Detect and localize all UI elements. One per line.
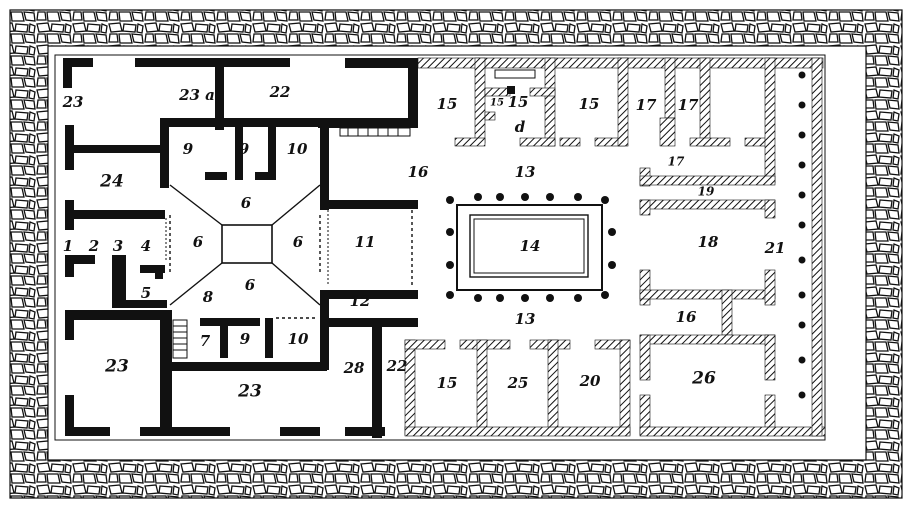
room-label: 22 xyxy=(386,357,408,375)
room-label: 13 xyxy=(515,310,536,328)
room-label: 4 xyxy=(141,237,151,255)
room-label: 28 xyxy=(343,359,365,377)
room-label: 10 xyxy=(288,330,309,348)
room-label: 17 xyxy=(636,96,657,114)
room-label: 17 xyxy=(668,155,685,169)
east-block-walls xyxy=(404,57,826,437)
room-label: 15 xyxy=(508,93,529,111)
room-label: 12 xyxy=(350,292,371,310)
room-label: 9 xyxy=(183,140,194,158)
room-label: 2 xyxy=(88,237,99,255)
room-label: 15 xyxy=(437,95,458,113)
room-label: 6 xyxy=(193,233,204,251)
room-label: 23 xyxy=(62,93,84,111)
room-label: 3 xyxy=(113,237,123,255)
room-label: 21 xyxy=(764,239,786,257)
room-label: 20 xyxy=(579,372,601,390)
room-label: 5 xyxy=(141,284,151,302)
room-label: 16 xyxy=(408,163,429,181)
portico-columns xyxy=(798,71,806,399)
room-label: 23 xyxy=(237,382,262,402)
room-label: 9 xyxy=(239,140,250,158)
room-label: 15 xyxy=(437,374,458,392)
impluvium-pool xyxy=(456,204,603,291)
room-label: 22 xyxy=(269,83,291,101)
room-label: 10 xyxy=(287,140,308,158)
room-label: 1 xyxy=(63,237,73,255)
room-label: 14 xyxy=(520,237,541,255)
room-label: 26 xyxy=(691,369,716,389)
room-label: 15 xyxy=(490,98,504,109)
partition-lines xyxy=(165,210,329,285)
atrium xyxy=(169,184,413,319)
room-label: 23 a xyxy=(178,86,215,104)
room-label: 19 xyxy=(698,185,715,199)
room-label: 9 xyxy=(240,330,251,348)
niche-mark xyxy=(507,86,515,94)
room-label: 25 xyxy=(507,374,529,392)
room-label: 18 xyxy=(698,233,719,251)
room-label: d xyxy=(515,118,526,136)
room-label: 24 xyxy=(99,172,124,192)
room-label: 23 xyxy=(104,357,129,377)
house-outline xyxy=(54,54,826,441)
west-block-walls xyxy=(63,58,418,438)
peristyle-columns xyxy=(446,193,616,302)
room-label: 8 xyxy=(203,288,214,306)
room-label: 15 xyxy=(579,95,600,113)
room-label: 7 xyxy=(200,332,211,350)
room-label: 11 xyxy=(355,233,376,251)
room-labels: 1 2 3 4 5 6 6 6 6 7 8 9 9 9 10 10 11 12 … xyxy=(62,83,786,402)
room-label: 16 xyxy=(676,308,697,326)
stairs-left xyxy=(172,319,188,359)
room-label: 17 xyxy=(678,96,699,114)
room-label: 6 xyxy=(293,233,304,251)
room-label: 13 xyxy=(515,163,536,181)
niche-box xyxy=(494,69,536,79)
room-label: 6 xyxy=(241,194,252,212)
rubble-boundary xyxy=(9,9,903,499)
stairs-top xyxy=(339,127,411,137)
room-label: 6 xyxy=(245,276,256,294)
